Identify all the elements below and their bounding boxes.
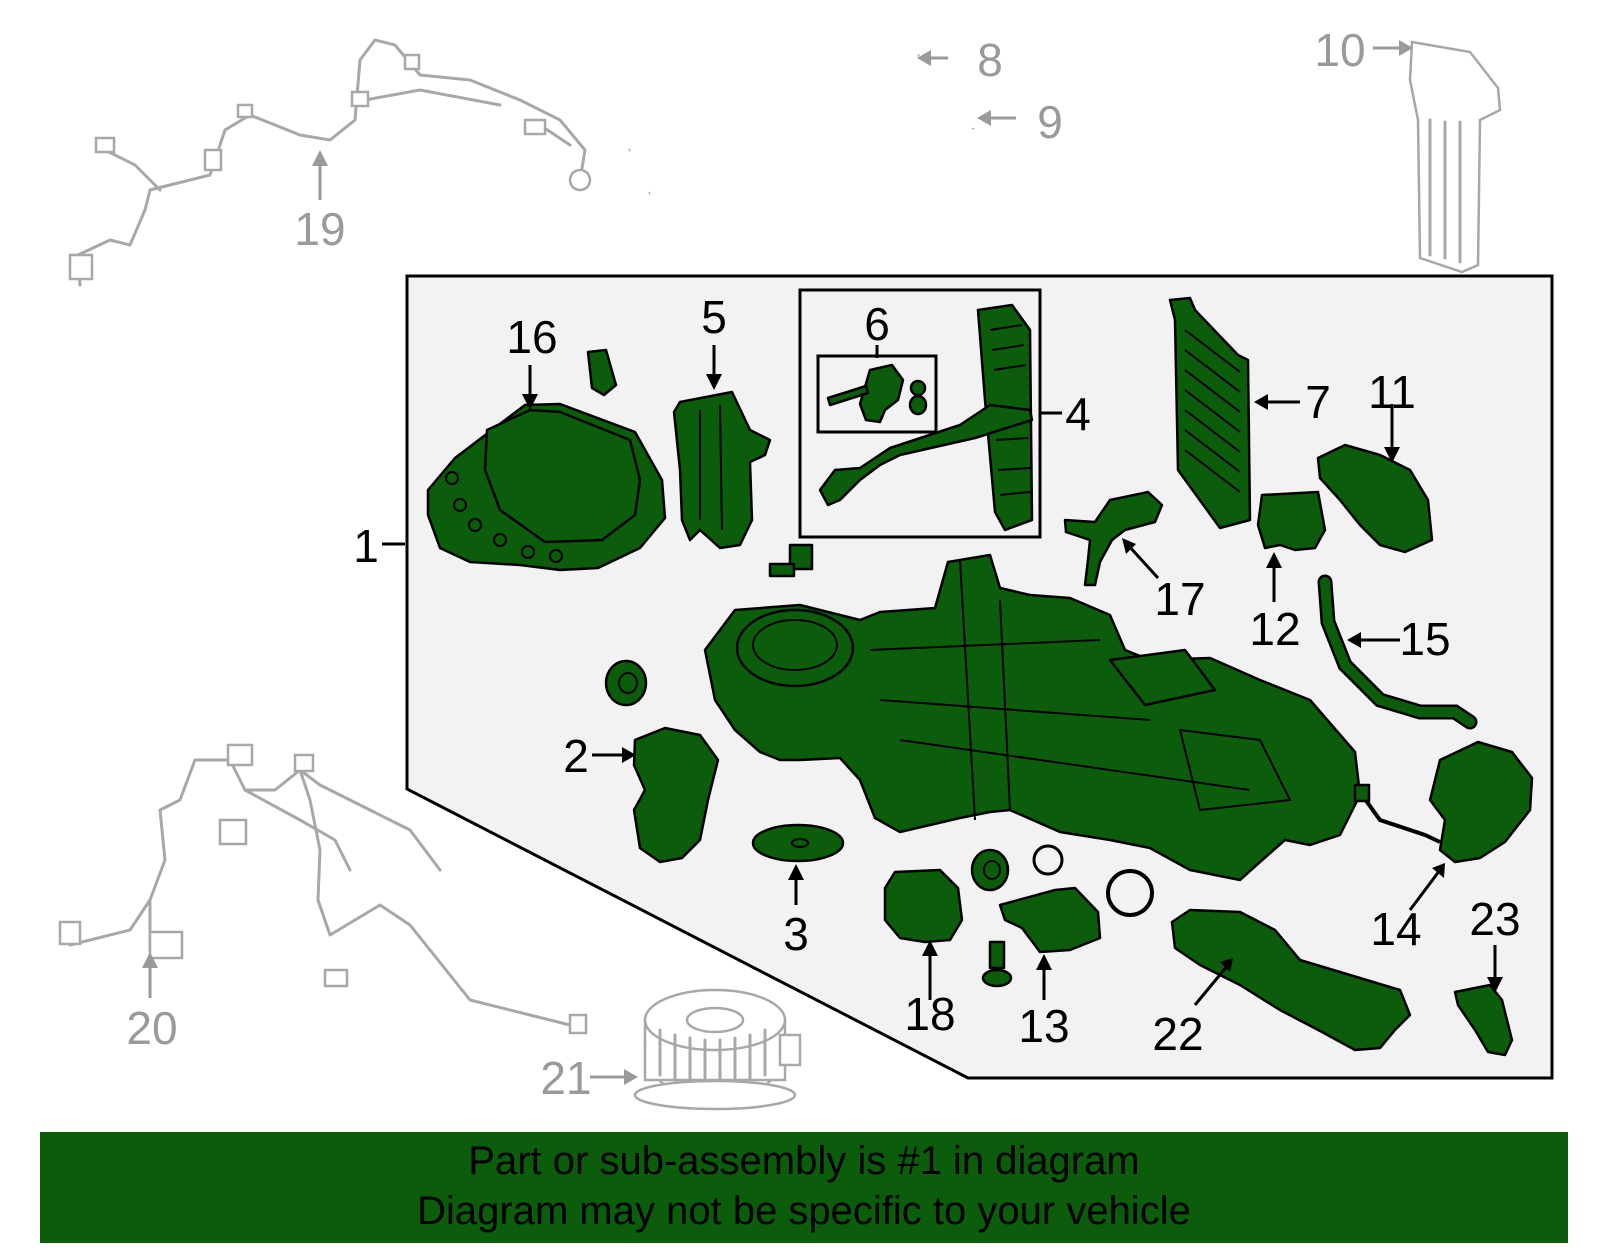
- part-o-ring-small: [1032, 844, 1064, 876]
- callout-6: 6: [864, 298, 890, 350]
- part-21-blower-motor: [633, 988, 802, 1111]
- callout-11: 11: [1368, 366, 1416, 418]
- part-10-heater-core: [1408, 40, 1502, 274]
- part-7-heater-core: [1168, 296, 1252, 530]
- part-5-bracket: [672, 390, 772, 550]
- part-11-duct: [1316, 443, 1434, 554]
- callout-15: 15: [1399, 613, 1450, 665]
- part-17-sensor: [1063, 490, 1164, 587]
- part-16-blower-housing: [426, 402, 667, 572]
- notice-line-1: Part or sub-assembly is #1 in diagram: [468, 1139, 1140, 1183]
- callout-8: 8: [977, 34, 1003, 86]
- callout-3: 3: [783, 908, 809, 960]
- arrowheads-inside: [522, 374, 1503, 993]
- part-8-9-hoses: [628, 42, 975, 195]
- part-19-harness: [68, 38, 592, 287]
- callout-4: 4: [1065, 388, 1091, 440]
- part-grommet-13: [970, 848, 1010, 892]
- part-1-hvac-housing: [703, 553, 1362, 882]
- notice-line-2: Diagram may not be specific to your vehi…: [417, 1189, 1191, 1233]
- callout-7: 7: [1305, 376, 1331, 428]
- part-bolt-lower: [981, 940, 1013, 988]
- lead-22: [1193, 964, 1230, 1006]
- callout-14: 14: [1370, 903, 1421, 955]
- part-6-valve: [826, 363, 928, 424]
- callout-18: 18: [904, 988, 955, 1040]
- callout-20: 20: [126, 1002, 177, 1054]
- callout-5: 5: [701, 291, 727, 343]
- lead-17: [1126, 543, 1160, 580]
- callout-1: 1: [353, 520, 379, 572]
- callout-12: 12: [1249, 603, 1300, 655]
- callout-22: 22: [1152, 1008, 1203, 1060]
- part-2-seal: [632, 726, 720, 864]
- callout-16: 16: [506, 311, 557, 363]
- part-14-actuator: [1353, 740, 1534, 864]
- callout-21: 21: [540, 1052, 591, 1104]
- callout-17: 17: [1154, 573, 1205, 625]
- part-bolt-upper: [768, 543, 814, 578]
- part-20-harness: [58, 743, 588, 1035]
- part-grommet-2: [604, 659, 648, 707]
- part-3-gasket: [751, 823, 845, 863]
- callout-10: 10: [1314, 24, 1365, 76]
- callout-9: 9: [1037, 96, 1063, 148]
- callout-13: 13: [1018, 1000, 1069, 1052]
- part-22-duct: [1170, 908, 1412, 1052]
- notice-banner: Part or sub-assembly is #1 in diagram Di…: [40, 1132, 1568, 1243]
- part-4-evaporator: [818, 303, 1034, 532]
- callout-19: 19: [294, 203, 345, 255]
- arrowheads-outside: [142, 40, 1413, 1085]
- part-12-actuator: [1256, 490, 1327, 552]
- lead-14: [1408, 869, 1442, 911]
- part-13-actuator: [998, 886, 1102, 954]
- callout-2: 2: [563, 730, 589, 782]
- part-18-actuator: [883, 868, 964, 944]
- part-o-ring-large: [1106, 869, 1154, 917]
- callout-23: 23: [1469, 893, 1520, 945]
- part-clip-16: [586, 348, 618, 397]
